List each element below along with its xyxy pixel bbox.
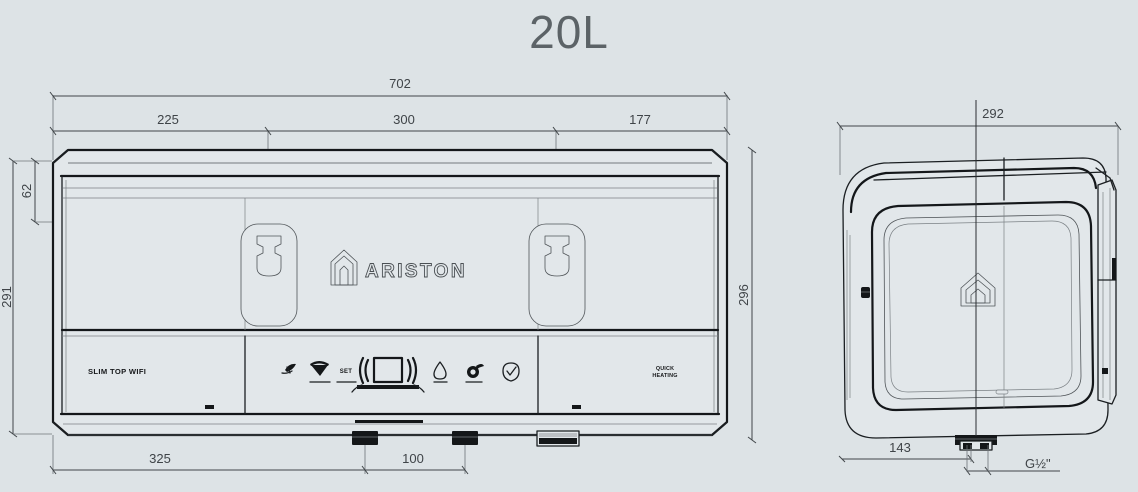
brand-logo: ARISTON bbox=[330, 249, 467, 286]
dim-top-section-height: 62 bbox=[19, 184, 34, 198]
rating-plate bbox=[536, 430, 580, 447]
dim-segment-middle: 300 bbox=[393, 112, 415, 127]
shield-icon[interactable] bbox=[502, 362, 520, 382]
side-pipe-fitting bbox=[955, 435, 997, 451]
side-view-bottom-dimensions: 143 G½" bbox=[838, 440, 1060, 476]
feature-label-line2: HEATING bbox=[652, 373, 677, 379]
side-view-top-dimension: 292 bbox=[836, 106, 1122, 175]
front-view-bottom-dimensions: 325 100 bbox=[49, 435, 469, 475]
wifi-icon[interactable] bbox=[309, 361, 331, 383]
front-view-product: ARISTON SLIM TOP WIFI QUICK HEATING SET bbox=[51, 148, 729, 447]
side-right-rail bbox=[1097, 179, 1117, 405]
front-view-top-dimensions: 702 225 300 177 bbox=[49, 76, 731, 230]
dim-thread-spec: G½" bbox=[1025, 456, 1051, 471]
page-title: 20L bbox=[529, 6, 609, 58]
dim-bottom-middle: 100 bbox=[402, 451, 424, 466]
pipe-connections bbox=[352, 431, 478, 445]
dim-overall-width: 702 bbox=[389, 76, 411, 91]
shower-icon[interactable] bbox=[465, 364, 484, 383]
dim-segment-left: 225 bbox=[157, 112, 179, 127]
dim-side-height: 296 bbox=[736, 284, 751, 306]
side-view-product bbox=[842, 100, 1117, 451]
eco-leaf-icon[interactable] bbox=[281, 363, 296, 374]
water-drop-icon[interactable] bbox=[433, 361, 448, 383]
dim-overall-height: 291 bbox=[0, 286, 14, 308]
bracket-keyhole-right bbox=[544, 235, 570, 277]
wall-bracket-left bbox=[240, 223, 298, 327]
side-knob bbox=[861, 287, 870, 298]
house-logo-side bbox=[960, 272, 996, 307]
dim-inlet-offset: 143 bbox=[889, 440, 911, 455]
side-view-height-dimension: 296 bbox=[736, 146, 757, 444]
dim-side-depth: 292 bbox=[982, 106, 1004, 121]
door-latch-icon bbox=[995, 389, 1009, 395]
front-body-outline bbox=[51, 148, 729, 437]
foot-mark-left bbox=[205, 405, 214, 409]
wall-bracket-right bbox=[528, 223, 586, 327]
front-view-left-dimensions: 291 62 bbox=[0, 157, 70, 438]
set-label[interactable]: SET bbox=[340, 369, 353, 375]
side-door-inner bbox=[883, 214, 1082, 400]
dim-segment-right: 177 bbox=[629, 112, 651, 127]
model-label: SLIM TOP WIFI bbox=[88, 367, 146, 376]
dim-bottom-left: 325 bbox=[149, 451, 171, 466]
display-icon[interactable] bbox=[351, 356, 425, 393]
brand-name: ARISTON bbox=[365, 261, 467, 282]
bracket-keyhole-left bbox=[256, 235, 282, 277]
top-vent-strip bbox=[355, 420, 423, 423]
feature-label-line1: QUICK bbox=[656, 366, 674, 372]
foot-mark-right bbox=[572, 405, 581, 409]
control-panel[interactable]: SET bbox=[281, 356, 520, 393]
